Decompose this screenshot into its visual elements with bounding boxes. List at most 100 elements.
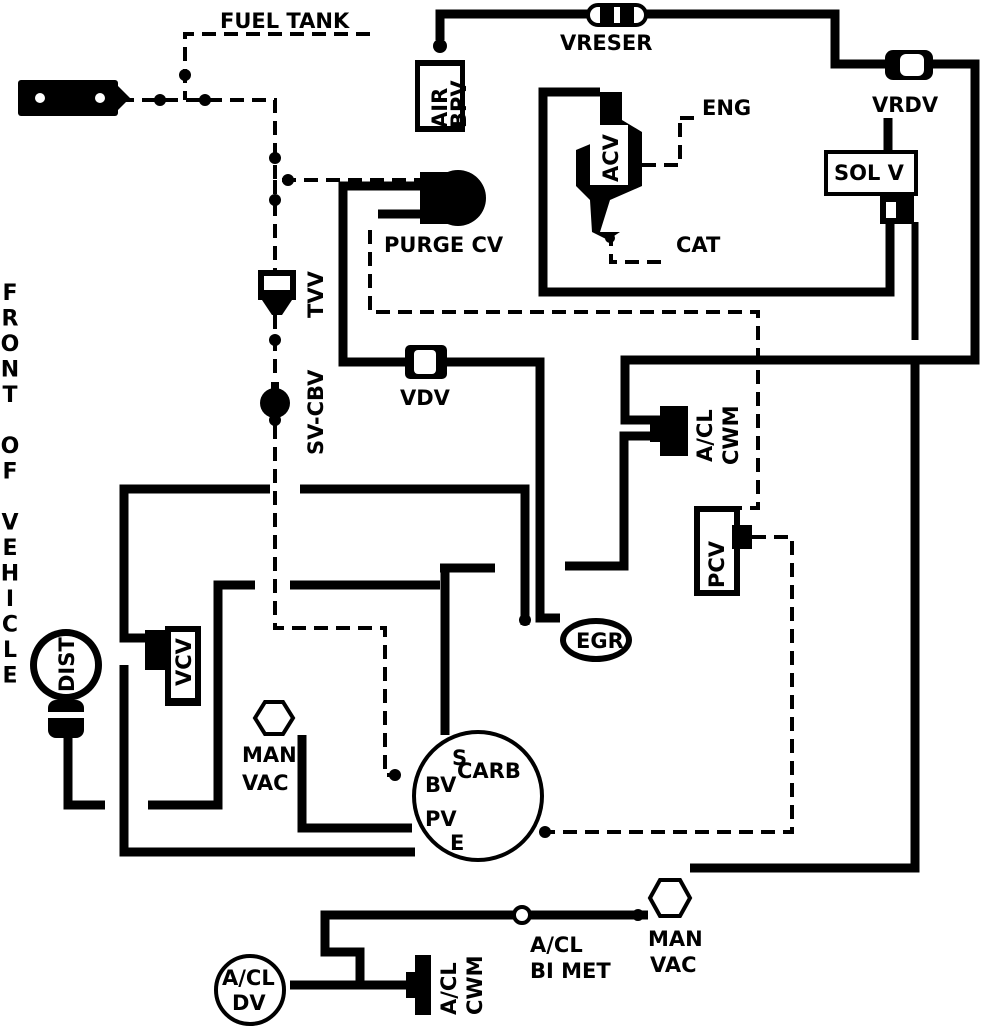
junction-dot <box>269 194 281 206</box>
purge-cv-label: PURGE CV <box>384 233 504 257</box>
man-vac-lower-component <box>647 878 693 918</box>
tvv-label: TVV <box>304 270 328 318</box>
man-vac-upper-component <box>252 700 296 736</box>
acl-cwm-upper-component <box>650 406 688 456</box>
front-of-vehicle-letter: T <box>2 383 17 408</box>
vdv-component <box>405 345 447 379</box>
dist-diaphragm <box>48 700 84 738</box>
middle-frame-left <box>148 580 255 810</box>
acl-cwm-lower-component <box>406 955 431 1015</box>
vreser-band <box>620 3 634 27</box>
air-bpv-label-2: BPV <box>447 80 471 128</box>
sv-cbv-component <box>260 382 290 418</box>
sol-v-port-hole <box>886 202 896 218</box>
carb-label: CARB <box>457 759 521 783</box>
front-of-vehicle-letter: N <box>1 358 19 383</box>
man-vac-lower-label-1: MAN <box>648 927 703 951</box>
egr-window <box>566 624 626 656</box>
upper-frame-hose <box>119 484 270 643</box>
egr-label: EGR <box>576 629 624 653</box>
acl-bimet-label-1: A/CL <box>530 933 583 957</box>
acv-loop-hose <box>538 87 895 297</box>
canister-body <box>18 80 118 116</box>
air-bpv-port <box>433 39 447 53</box>
man-vac-upper-label-2: VAC <box>242 771 289 795</box>
acl-cwm-egr-hose <box>565 431 660 571</box>
vcv-label: VCV <box>172 637 196 686</box>
tvv-tip <box>262 300 292 315</box>
pcv-label: PCV <box>705 540 729 588</box>
junction-dot <box>269 152 281 164</box>
port-bv-label: BV <box>425 773 457 797</box>
man-vac-lower-label-2: VAC <box>650 953 697 977</box>
acl-bimet-label-2: BI MET <box>530 959 611 983</box>
acl-cwm-lower-label-2: CWM <box>463 956 487 1015</box>
acv-eng-line <box>642 118 682 167</box>
junction-dot <box>389 769 401 781</box>
pcv-component <box>694 506 752 596</box>
acv-cat-line <box>609 232 668 264</box>
sol-v-label: SOL V <box>834 161 905 185</box>
canister-nozzle <box>118 86 130 110</box>
port-e-label: E <box>450 831 464 855</box>
acl-cwm-lower-body <box>415 955 431 1015</box>
front-of-vehicle-letter: E <box>2 664 17 689</box>
fuel-tank-label: FUEL TANK <box>220 9 350 33</box>
front-of-vehicle-letter: O <box>1 434 20 459</box>
vrdv-window <box>900 54 924 76</box>
canister-port <box>95 93 105 103</box>
sv-cbv-label: SV-CBV <box>304 369 328 455</box>
pcv-port <box>732 525 752 549</box>
front-of-vehicle-letter: I <box>6 587 14 612</box>
acl-cwm-upper-body <box>660 406 688 456</box>
vcv-ports <box>145 630 169 670</box>
purge-vdv-hose <box>338 181 425 367</box>
pcv-window <box>700 512 734 590</box>
acl-cwm-upper-label-2: CWM <box>719 406 743 465</box>
acl-dv-body <box>214 954 286 1026</box>
sol-v-component <box>824 150 918 224</box>
dist-window <box>37 636 95 694</box>
man-vac-upper-label-1: MAN <box>242 743 297 767</box>
acl-cwm-upper-label-1: A/CL <box>693 409 717 462</box>
tvv-component <box>258 270 296 315</box>
front-of-vehicle-letter: E <box>2 536 17 561</box>
vdv-egr-hose <box>445 357 560 623</box>
acl-bimet-junction <box>512 905 532 925</box>
vreser-band <box>600 3 614 27</box>
front-of-vehicle-letter: C <box>2 613 18 638</box>
front-of-vehicle-letter: V <box>1 511 18 536</box>
air-bpv-window <box>420 66 460 126</box>
vrdv-component <box>885 50 933 80</box>
acl-dv-label-2: DV <box>232 991 266 1015</box>
junction-dot <box>199 94 211 106</box>
man-vac-carb-hose <box>297 735 412 833</box>
dist-diaphragm-ring <box>42 712 90 718</box>
front-of-vehicle-letter: H <box>1 562 19 587</box>
junction-dot <box>632 909 644 921</box>
vreser-vrdv-hose <box>645 9 890 69</box>
junction-dot <box>282 174 294 186</box>
acv-component <box>576 92 642 240</box>
vreser-component <box>586 3 648 27</box>
vrdv-label: VRDV <box>872 93 939 117</box>
cat-label: CAT <box>676 233 721 257</box>
canister-line <box>120 98 420 182</box>
eng-label: ENG <box>702 96 751 120</box>
man-vac-lower-hex <box>647 878 693 918</box>
fuel-tank-line <box>183 32 370 100</box>
acl-cwm-lower-port <box>406 972 418 998</box>
acl-cwm-upper-ports <box>650 418 662 442</box>
carb-component <box>412 730 544 862</box>
front-of-vehicle-letter: F <box>2 460 17 485</box>
lower-return-hose <box>690 360 920 873</box>
front-of-vehicle-letter: F <box>2 281 17 306</box>
dist-hose <box>63 735 105 810</box>
vapor-lines <box>120 32 794 834</box>
acl-dv-label-1: A/CL <box>222 966 275 990</box>
vreser-label: VRESER <box>560 31 652 55</box>
vreser-body <box>586 3 648 27</box>
junction-dot <box>539 826 551 838</box>
